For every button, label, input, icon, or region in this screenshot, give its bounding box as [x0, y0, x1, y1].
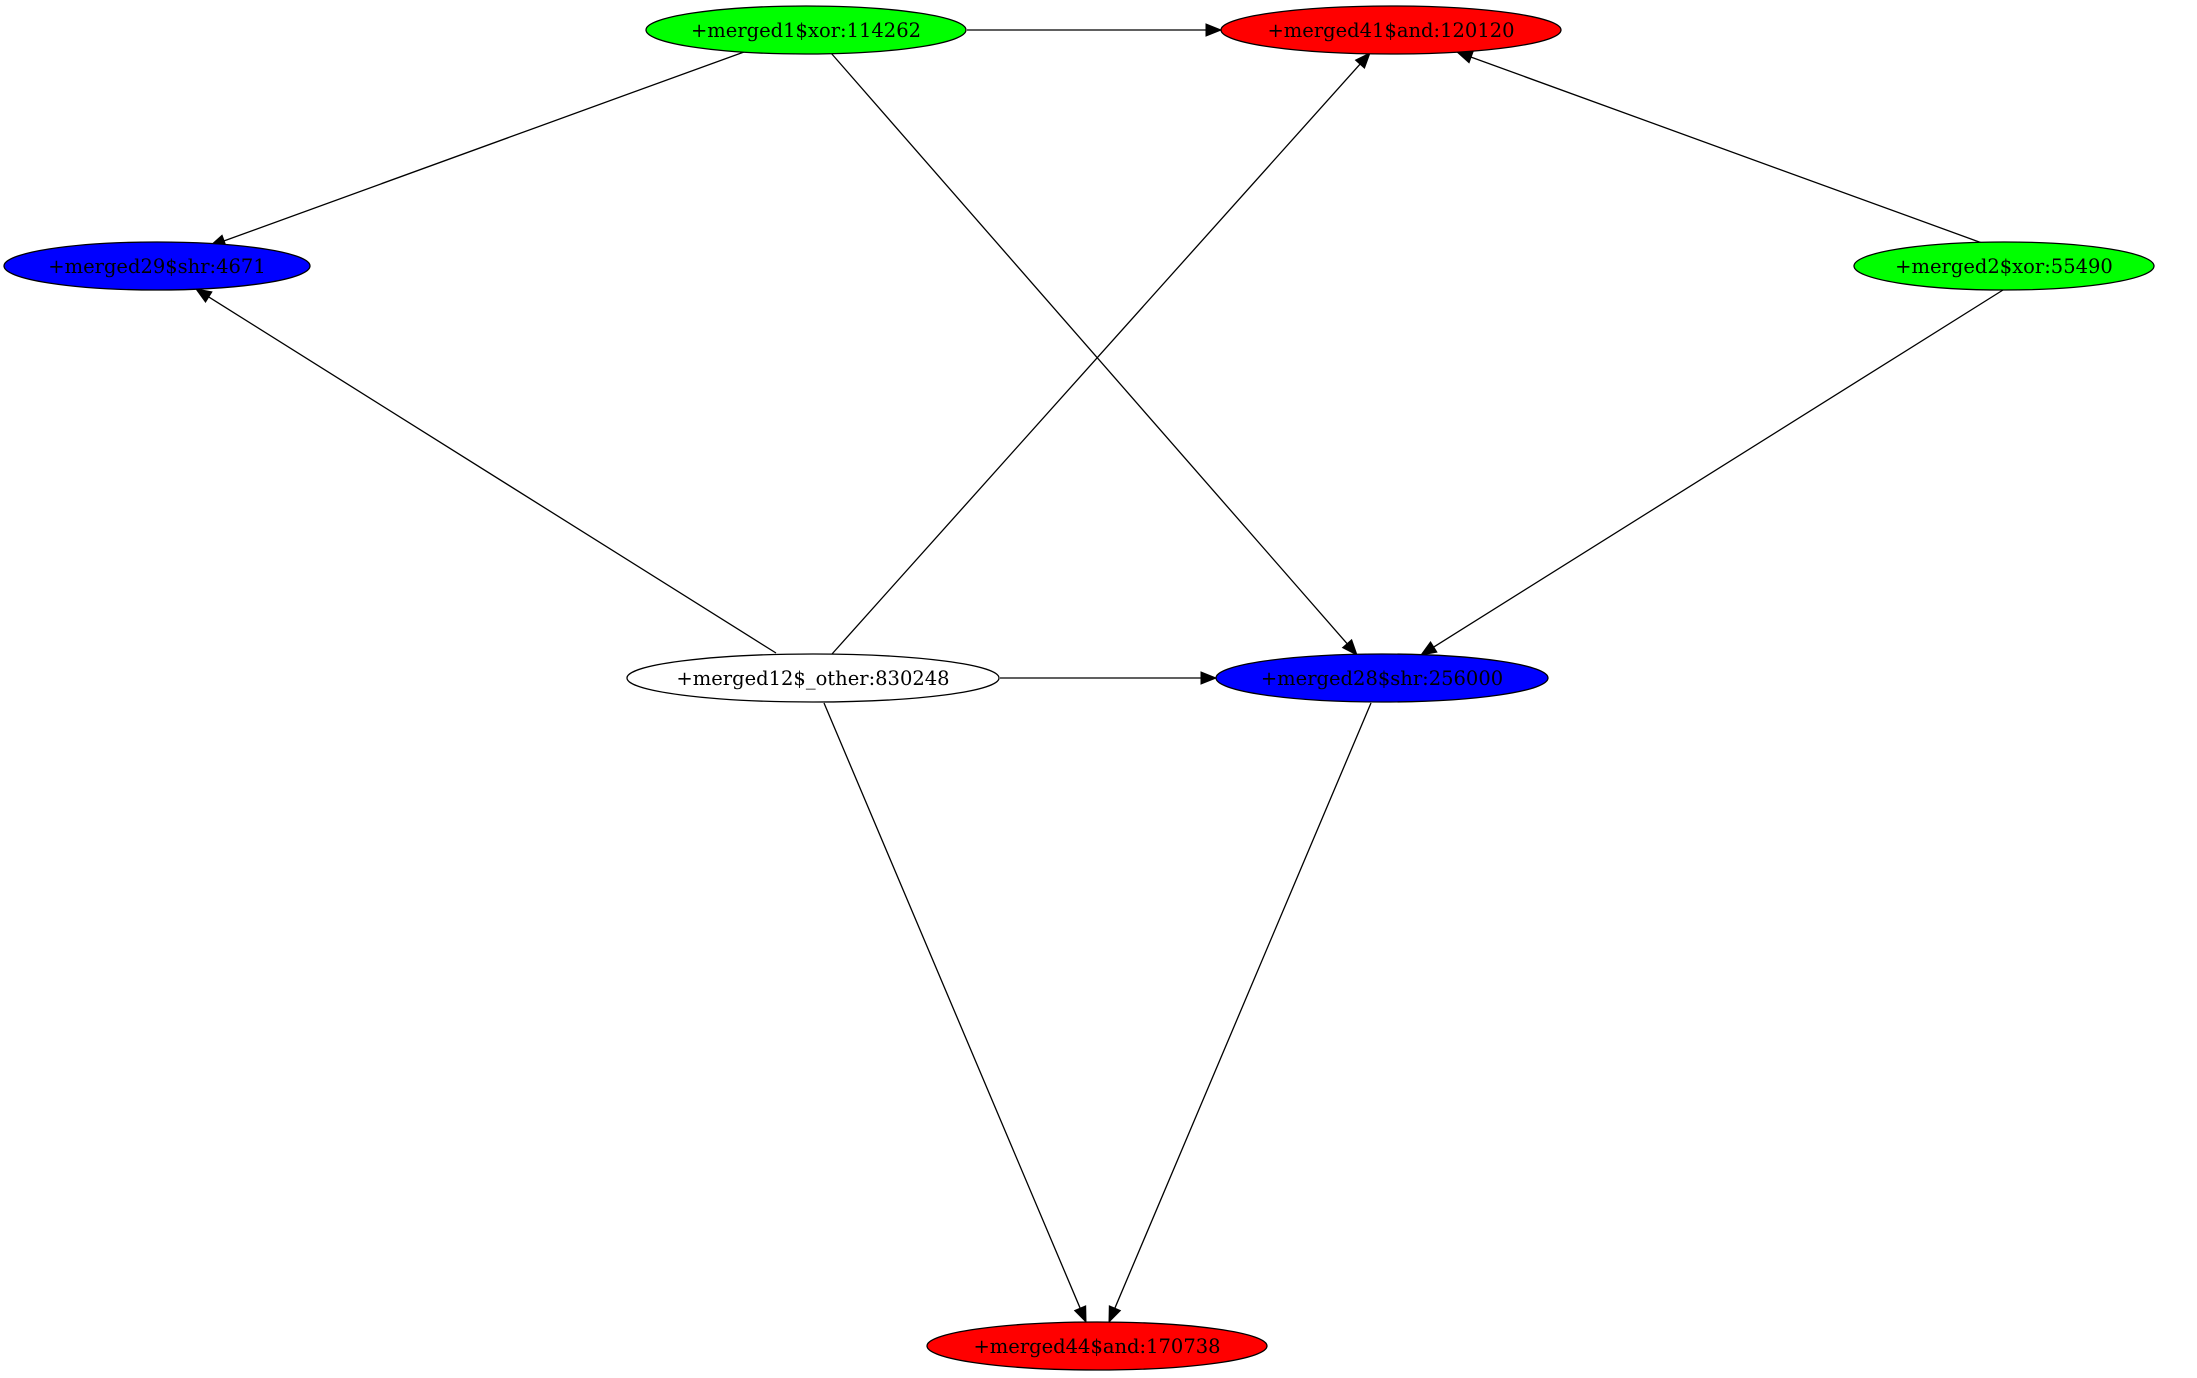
node-xor2[interactable]: +merged2$xor:55490	[1853, 241, 2155, 291]
node-label: +merged2$xor:55490	[1895, 255, 2113, 278]
edge-xor2-to-shr28	[1419, 289, 2004, 656]
edge-line	[831, 63, 1361, 655]
edge-other12-to-shr28	[1000, 671, 1218, 685]
edge-line	[223, 51, 745, 242]
edge-xor1-to-shr29	[208, 51, 745, 248]
node-label: +merged1$xor:114262	[691, 19, 921, 42]
edge-line	[823, 702, 1081, 1309]
node-label: +merged12$_other:830248	[676, 667, 949, 690]
node-ellipse[interactable]	[645, 5, 967, 55]
node-ellipse[interactable]	[3, 241, 311, 291]
node-and44[interactable]: +merged44$and:170738	[926, 1321, 1268, 1371]
arrowhead-icon	[1354, 51, 1371, 70]
arrowhead-icon	[1073, 1305, 1087, 1324]
node-and41[interactable]: +merged41$and:120120	[1220, 5, 1562, 55]
edge-xor2-to-and41	[1455, 50, 1983, 244]
edge-xor1-to-and41	[967, 23, 1223, 37]
nodes-layer: +merged1$xor:114262 +merged41$and:120120 +…	[3, 5, 2155, 1371]
edge-other12-to-and44	[823, 702, 1087, 1324]
node-shr29[interactable]: +merged29$shr:4671	[3, 241, 311, 291]
node-label: +merged41$and:120120	[1267, 19, 1514, 42]
arrowhead-icon	[1200, 671, 1218, 685]
node-xor1[interactable]: +merged1$xor:114262	[645, 5, 967, 55]
arrowhead-icon	[1205, 23, 1223, 37]
node-ellipse[interactable]	[926, 1321, 1268, 1371]
arrowhead-icon	[1419, 641, 1438, 656]
edge-line	[1433, 289, 2004, 648]
node-label: +merged44$and:170738	[973, 1335, 1220, 1358]
edge-xor1-to-shr28	[830, 52, 1358, 657]
node-ellipse[interactable]	[626, 653, 1000, 703]
edge-other12-to-and41	[831, 51, 1371, 655]
edge-shr28-to-and44	[1108, 702, 1372, 1324]
node-ellipse[interactable]	[1220, 5, 1562, 55]
node-label: +merged28$shr:256000	[1261, 667, 1503, 690]
arrowhead-icon	[1108, 1305, 1122, 1324]
arrowhead-icon	[194, 288, 213, 303]
arrowhead-icon	[1455, 50, 1474, 64]
edge-other12-to-shr29	[194, 288, 777, 654]
node-ellipse[interactable]	[1215, 653, 1549, 703]
node-other12[interactable]: +merged12$_other:830248	[626, 653, 1000, 703]
node-label: +merged29$shr:4671	[48, 255, 266, 278]
edge-line	[830, 52, 1348, 645]
arrowhead-icon	[1341, 638, 1358, 657]
node-ellipse[interactable]	[1853, 241, 2155, 291]
edge-line	[1470, 56, 1983, 244]
node-shr28[interactable]: +merged28$shr:256000	[1215, 653, 1549, 703]
edge-line	[1114, 702, 1372, 1309]
edges-layer	[194, 23, 2004, 1324]
edge-line	[208, 296, 777, 654]
